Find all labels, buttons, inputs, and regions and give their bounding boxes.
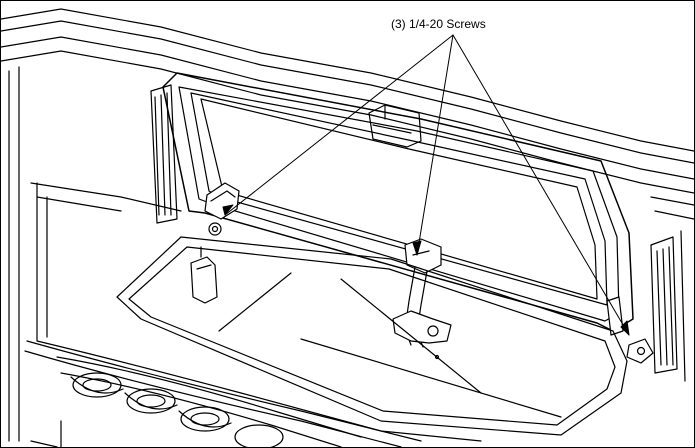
upper-mantle-rail: [1, 8, 694, 442]
grille-icon: [30, 356, 362, 447]
screws-callout-label: (3) 1/4-20 Screws: [389, 17, 488, 31]
screw-icon: [626, 338, 654, 364]
right-hinge: [606, 296, 624, 336]
lid-handle: [368, 104, 422, 148]
right-frame-post: [650, 236, 678, 374]
firebox-tray: [116, 236, 628, 436]
callout-leader-lines: [222, 34, 630, 336]
right-side-trim: [650, 196, 694, 382]
latch-icon: [392, 310, 452, 360]
front-sill: [24, 182, 482, 447]
left-hinge: [204, 182, 240, 220]
left-frame-post: [150, 84, 178, 224]
screw-icon: [208, 222, 222, 236]
hinge-icon: [190, 246, 218, 304]
